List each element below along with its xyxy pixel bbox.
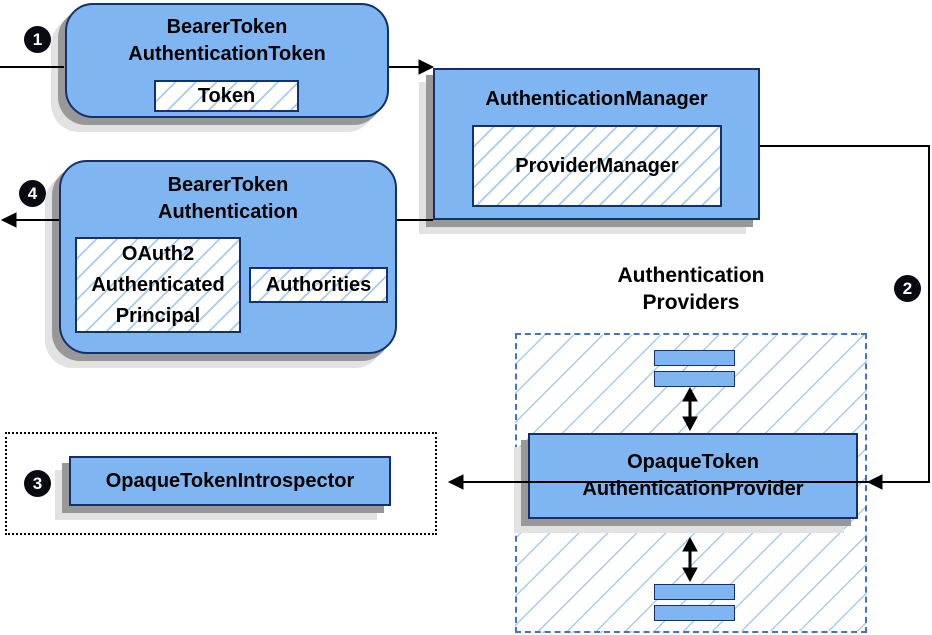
provider-placeholder-bar-top-2 — [654, 371, 735, 387]
step-3-badge: 3 — [24, 470, 51, 497]
step-2-badge: 2 — [894, 275, 921, 302]
arrowhead-into-provider — [866, 474, 883, 490]
authentication-manager-title: AuthenticationManager — [485, 88, 708, 110]
provider-manager-inner-box: ProviderManager — [472, 125, 722, 207]
bearer-token-authentication-box: BearerToken Authentication OAuth2 Authen… — [59, 160, 397, 354]
step-4-badge: 4 — [19, 180, 46, 207]
opaque-token-introspector-title: OpaqueTokenIntrospector — [105, 469, 355, 492]
provider-placeholder-bar-top-1 — [654, 350, 735, 366]
step-1-badge: 1 — [24, 26, 51, 53]
oauth2-authenticated-principal-inner-box: OAuth2 Authenticated Principal — [75, 237, 241, 333]
bearer-token-authentication-token-box: BearerToken AuthenticationToken Token — [65, 3, 389, 118]
provider-placeholder-bar-bottom-2 — [654, 605, 735, 621]
arrowhead-token-to-manager — [418, 59, 435, 75]
authentication-manager-box: AuthenticationManager ProviderManager — [433, 68, 760, 220]
provider-placeholder-bar-bottom-1 — [654, 584, 735, 600]
opaque-token-authentication-provider-box: OpaqueToken AuthenticationProvider — [528, 433, 858, 519]
token-inner-box: Token — [154, 80, 299, 112]
opaque-token-authentication-provider-title: OpaqueToken AuthenticationProvider — [582, 451, 804, 500]
arrowhead-into-introspector — [447, 474, 464, 490]
bearer-token-authentication-token-title: BearerToken AuthenticationToken — [128, 16, 326, 65]
authorities-inner-box: Authorities — [249, 267, 388, 303]
opaque-token-introspector-box: OpaqueTokenIntrospector — [69, 456, 391, 506]
arrowhead-step4-out — [0, 212, 17, 228]
bearer-token-authentication-title: BearerToken Authentication — [158, 174, 298, 223]
authentication-providers-heading: Authentication Providers — [617, 264, 765, 314]
